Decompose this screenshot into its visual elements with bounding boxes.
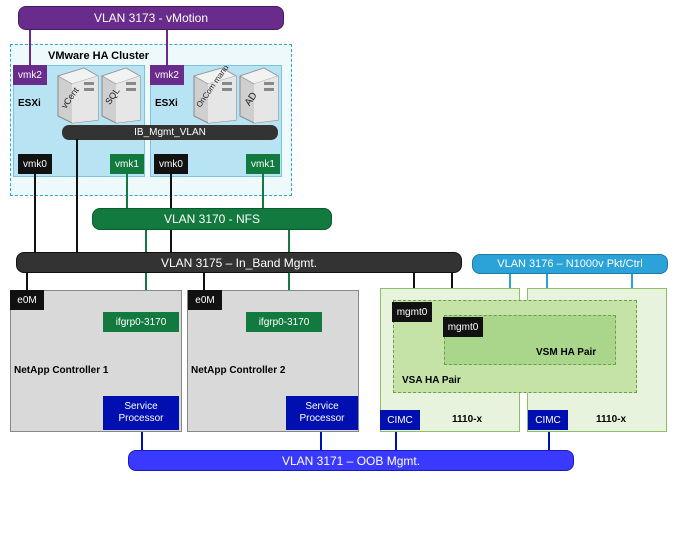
- server-icon-sql: SQL: [101, 67, 141, 124]
- cimc-port-1: CIMC: [380, 410, 420, 430]
- controller-name-1: NetApp Controller 1: [14, 365, 109, 376]
- link-n1000v-3: [631, 274, 633, 288]
- link-vmk0-1-inband: [34, 174, 36, 252]
- vlan-vmotion-bus: VLAN 3173 - vMotion: [18, 6, 284, 30]
- cimc-port-2: CIMC: [528, 410, 568, 430]
- link-n1000v-1: [509, 274, 511, 288]
- service-processor-2: Service Processor: [286, 396, 358, 430]
- link-oob-sp1: [141, 430, 143, 450]
- mgmt0-port-2: mgmt0: [443, 317, 483, 337]
- vmk2-port-1: vmk2: [13, 65, 47, 85]
- link-vmotion-host2: [166, 30, 168, 66]
- ifgrp-port-2: ifgrp0-3170: [246, 312, 322, 332]
- server-icon-vcenter: vCent: [56, 67, 100, 124]
- vmk0-port-2: vmk0: [154, 154, 188, 174]
- appliance-name-2: 1110-x: [596, 414, 627, 425]
- vmk0-port-1: vmk0: [18, 154, 52, 174]
- link-vmk1-2-nfs: [262, 174, 264, 208]
- vlan-inband-bus: VLAN 3175 – In_Band Mgmt.: [16, 252, 462, 273]
- vsa-ha-pair-label: VSA HA Pair: [402, 375, 461, 386]
- vmk2-port-2: vmk2: [150, 65, 184, 85]
- vsm-ha-pair-label: VSM HA Pair: [536, 347, 597, 358]
- ha-cluster-title: VMware HA Cluster: [48, 50, 150, 62]
- link-oob-cimc2: [548, 430, 550, 450]
- link-oob-cimc1: [395, 430, 397, 450]
- vmk1-port-1: vmk1: [110, 154, 144, 174]
- link-vmk1-1-nfs: [126, 174, 128, 208]
- server-icon-ad: AD: [239, 67, 279, 124]
- ifgrp-port-1: ifgrp0-3170: [103, 312, 179, 332]
- vlan-n1000v-bus: VLAN 3176 – N1000v Pkt/Ctrl: [472, 254, 668, 274]
- mgmt0-port-1: mgmt0: [392, 302, 432, 322]
- link-inband-e0m2: [203, 272, 205, 290]
- vlan-oob-bus: VLAN 3171 – OOB Mgmt.: [128, 450, 574, 471]
- esxi-label-2: ESXi: [155, 98, 178, 109]
- link-n1000v-2: [546, 274, 548, 288]
- server-icon-oncommand: OnCom mand: [192, 66, 238, 124]
- vmk1-port-2: vmk1: [246, 154, 280, 174]
- e0m-port-1: e0M: [10, 290, 44, 310]
- link-inband-e0m1: [26, 272, 28, 290]
- link-ibmgmt-inband: [76, 139, 78, 252]
- controller-name-2: NetApp Controller 2: [191, 365, 286, 376]
- link-oob-sp2: [320, 430, 322, 450]
- link-vmotion-host1: [29, 30, 31, 66]
- esxi-label-1: ESXi: [18, 98, 41, 109]
- e0m-port-2: e0M: [188, 290, 222, 310]
- link-inband-mgmt0-1: [413, 272, 415, 302]
- service-processor-1: Service Processor: [103, 396, 179, 430]
- vlan-nfs-bus: VLAN 3170 - NFS: [92, 208, 332, 230]
- ib-mgmt-vlan-bar: IB_Mgmt_VLAN: [62, 125, 278, 140]
- appliance-name-1: 1110-x: [452, 414, 483, 425]
